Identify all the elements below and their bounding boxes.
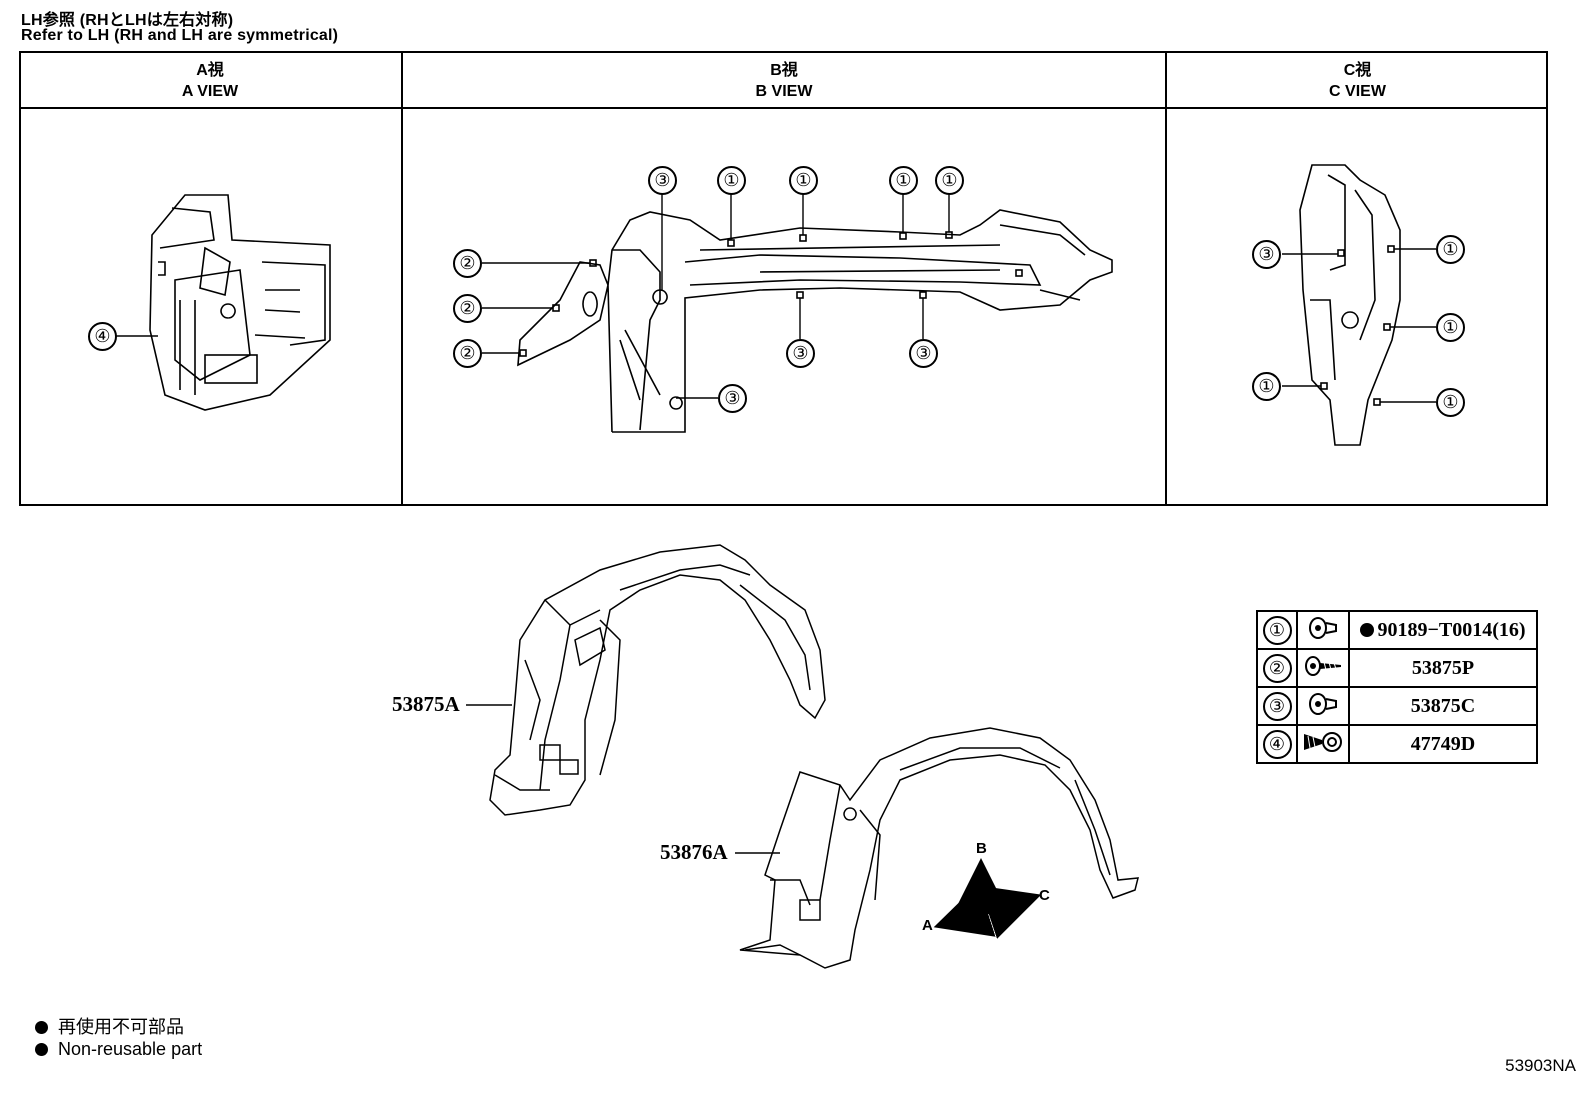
non-reusable-dot-icon: [1360, 622, 1375, 637]
callout-b-2-c: ②: [453, 339, 482, 368]
view-b-title-ja: B視: [770, 62, 798, 79]
legend-row-2-number: ②: [1262, 653, 1292, 683]
callout-b-2-b: ②: [453, 294, 482, 323]
illustration-reference-code: 53903NA: [1505, 1056, 1576, 1075]
direction-label-b: B: [976, 840, 987, 857]
clip-icon: [1309, 692, 1337, 715]
views-frame: [19, 51, 1548, 506]
callout-c-1-d: ①: [1252, 372, 1281, 401]
legend-row-2-part-number: 53875P: [1348, 648, 1538, 688]
view-b-title-en: B VIEW: [755, 83, 813, 100]
screw-grommet-icon: [1304, 731, 1342, 752]
legend-row-4-number: ④: [1262, 729, 1292, 759]
legend-row-1-part-number: 90189−T0014(16): [1377, 618, 1526, 641]
legend-row-4-part-number: 47749D: [1348, 724, 1538, 764]
view-b-header: B視 B VIEW: [403, 51, 1165, 109]
view-b-liner-drawing: [517, 209, 1113, 433]
view-c-liner-drawing: [1299, 164, 1401, 446]
callout-b-3-top: ③: [648, 166, 677, 195]
callout-b-2-a: ②: [453, 249, 482, 278]
view-c-title-ja: C視: [1343, 62, 1372, 79]
direction-label-c: C: [1039, 887, 1050, 904]
callout-b-3-a: ③: [786, 339, 815, 368]
front-fender-liner-53876A-drawing: [739, 727, 1139, 969]
view-c-header: C視 C VIEW: [1167, 51, 1548, 109]
view-divider-a-b: [401, 51, 403, 506]
front-fender-liner-53875A-drawing: [489, 544, 826, 816]
legend-row-4: ④ 47749D: [1256, 724, 1538, 764]
non-reusable-dot-icon: [35, 1021, 48, 1034]
legend-row-2: ② 53875P: [1256, 648, 1538, 688]
fastener-legend-table: ① 90189−T0014(16) ② 53875P ③: [1256, 610, 1538, 764]
callout-b-1-a: ①: [717, 166, 746, 195]
non-reusable-note-en: Non-reusable part: [35, 1039, 202, 1060]
legend-row-1-part-number-cell: 90189−T0014(16): [1348, 610, 1538, 650]
non-reusable-note-en-text: Non-reusable part: [58, 1039, 203, 1059]
part-label-53876A: 53876A: [660, 840, 728, 864]
callout-a-4: ④: [88, 322, 117, 351]
legend-row-3-number: ③: [1262, 691, 1292, 721]
part-label-53875A: 53875A: [392, 692, 460, 716]
clip-icon: [1309, 616, 1337, 639]
callout-c-1-a: ①: [1436, 235, 1465, 264]
legend-row-1: ① 90189−T0014(16): [1256, 610, 1538, 650]
callout-b-1-b: ①: [789, 166, 818, 195]
direction-label-a: A: [922, 917, 933, 934]
callout-c-1-b: ①: [1436, 313, 1465, 342]
legend-row-3-part-number: 53875C: [1348, 686, 1538, 726]
callout-leaders: [116, 193, 1436, 854]
callout-b-1-d: ①: [935, 166, 964, 195]
callout-c-3: ③: [1252, 240, 1281, 269]
symmetry-note-en: Refer to LH (RH and LH are symmetrical): [21, 27, 339, 44]
non-reusable-note-ja-text: 再使用不可部品: [58, 1017, 184, 1037]
views-header-divider: [19, 107, 1548, 109]
legend-row-1-number: ①: [1262, 615, 1292, 645]
callout-b-3-b: ③: [909, 339, 938, 368]
view-a-title-ja: A視: [196, 62, 224, 79]
direction-arrows: [933, 858, 1042, 939]
view-a-liner-drawing: [149, 194, 331, 411]
callout-c-1-c: ①: [1436, 388, 1465, 417]
non-reusable-note-ja: 再使用不可部品: [35, 1013, 184, 1039]
legend-row-3: ③ 53875C: [1256, 686, 1538, 726]
view-divider-b-c: [1165, 51, 1167, 506]
callout-b-1-c: ①: [889, 166, 918, 195]
non-reusable-dot-icon: [35, 1043, 48, 1056]
view-c-title-en: C VIEW: [1329, 83, 1386, 100]
screw-icon: [1305, 655, 1341, 676]
view-a-header: A視 A VIEW: [19, 51, 401, 109]
callout-b-3-c: ③: [718, 384, 747, 413]
symmetry-note-ja: LH参照 (RHとLHは左右対称): [21, 12, 234, 29]
view-a-title-en: A VIEW: [181, 83, 239, 100]
